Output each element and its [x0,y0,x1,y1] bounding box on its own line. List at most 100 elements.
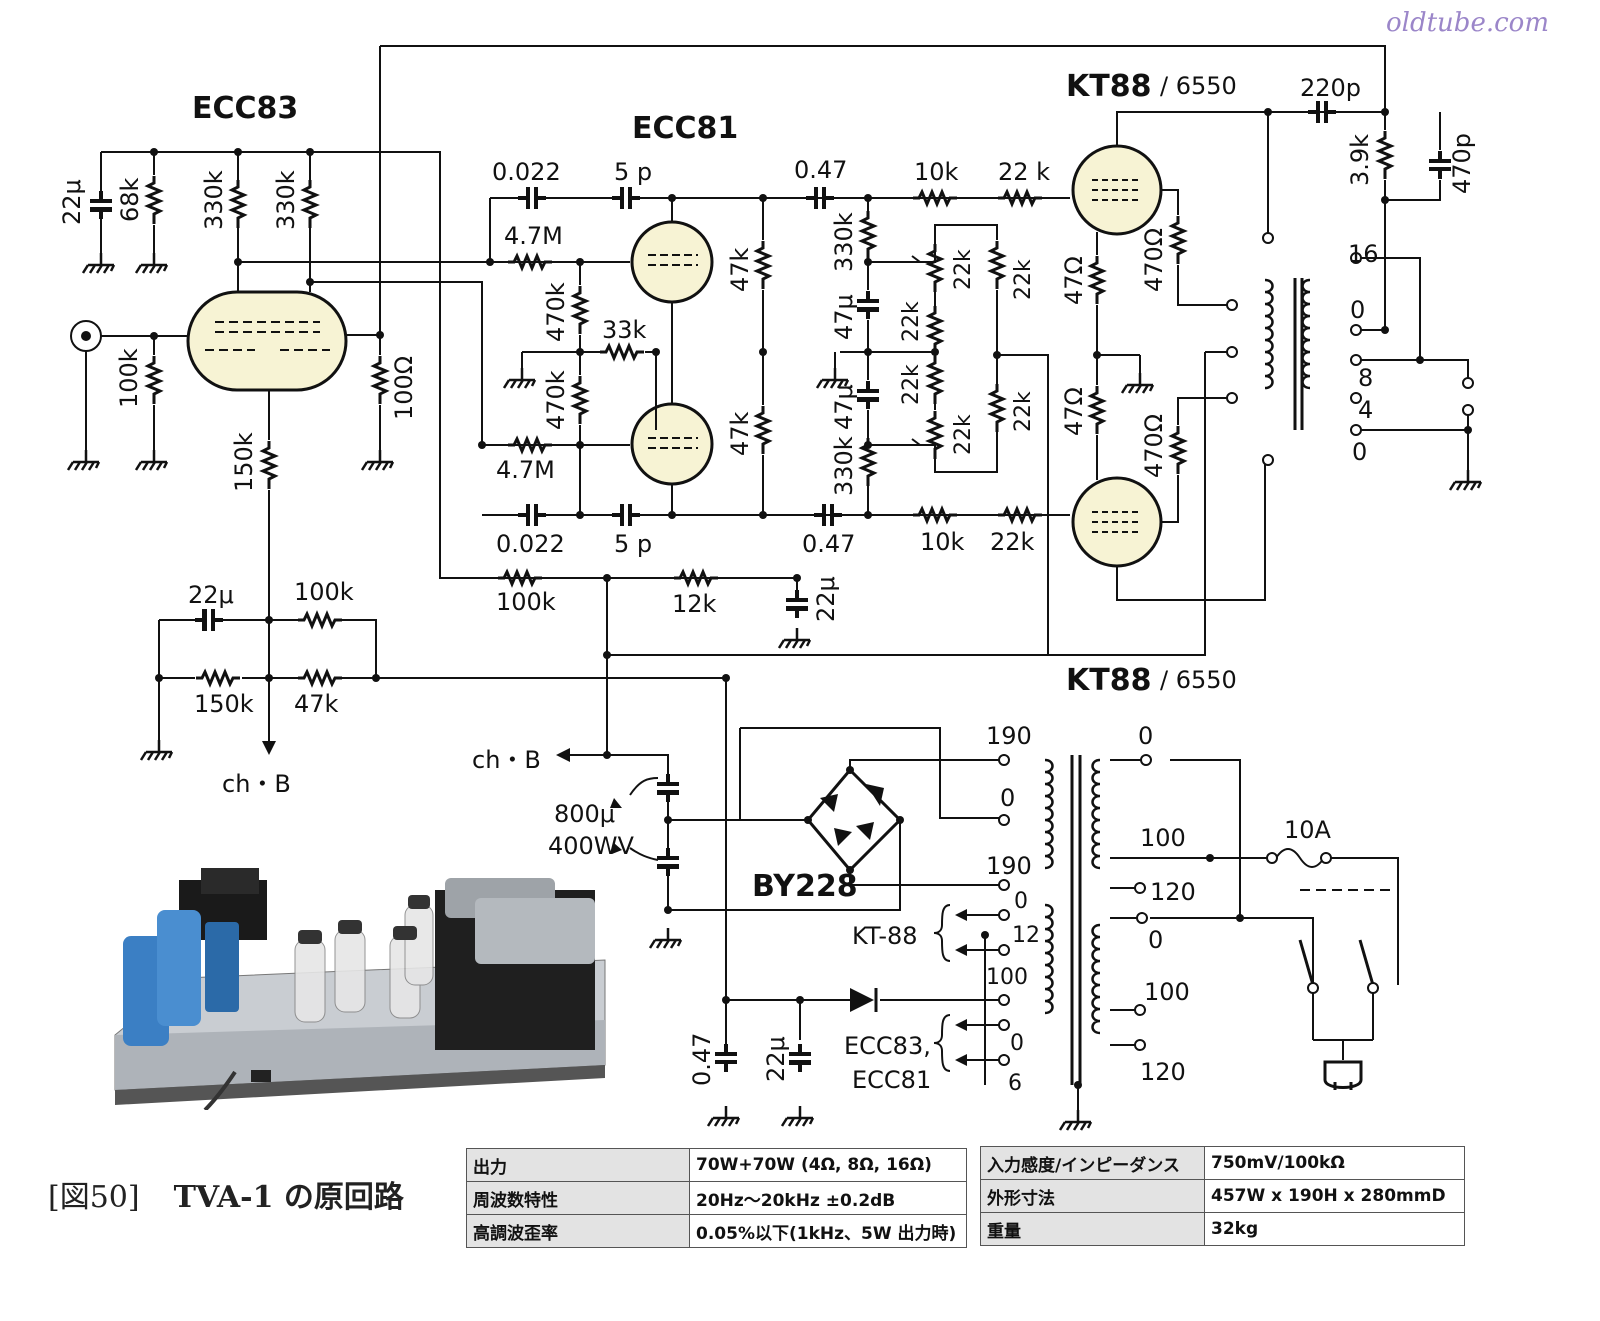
label-22k-p5: 22k [1011,391,1036,432]
label-470ohm-a: 470Ω [1140,228,1168,292]
label-heater-ecc-a: ECC83, [844,1032,931,1060]
pt-100: 100 [1140,824,1186,852]
tap-4: 4 [1358,396,1373,424]
label-22k-p1: 22k [951,249,976,290]
label-12k: 12k [672,590,717,618]
label-5p-b: 5 p [614,530,652,558]
brace-kt88 [933,904,951,962]
pt-100s: 100 [1144,978,1190,1006]
label-47k-a: 47k [726,247,754,292]
kt88-bottom-sub: / 6550 [1160,666,1237,694]
label-10k-a: 10k [914,158,959,186]
label-100k-in: 100k [115,348,143,408]
label-47ohm-b: 47Ω [1060,387,1088,436]
pt-190b: 190 [986,852,1032,880]
ecc81-upper-tube [630,220,714,304]
amplifier-photo [114,868,606,1110]
tap-8: 8 [1358,364,1373,392]
ecc83-label: ECC83 [192,91,298,126]
label-47k-b: 47k [726,411,754,456]
label-330k-b: 330k [272,170,300,230]
label-100k-c: 100k [294,578,354,606]
label-150k-b: 150k [194,690,254,718]
label-33k: 33k [602,316,647,344]
spec-label: 入力感度/インピーダンス [980,1146,1205,1180]
label-22k-b: 22k [990,528,1035,556]
label-400wv: 400WV [548,832,635,860]
label-22u-c: 22μ [812,576,840,622]
heater-0b: 0 [1010,1031,1024,1056]
label-150k-a: 150k [230,432,258,492]
label-47u-b: 47μ [830,384,858,430]
pt-0r: 0 [1138,722,1153,750]
figure-caption: [図50]TVA-1 の原回路 [48,1172,404,1216]
spec-label: 高調波歪率 [466,1214,690,1248]
label-heater-kt88: KT-88 [852,922,918,950]
label-47k-c: 47k [294,690,339,718]
label-chb-left: ch・B [222,770,291,798]
label-047-b: 0.47 [802,530,855,558]
label-470k-b: 470k [542,370,570,430]
kt88-top-label: KT88 [1066,69,1151,104]
label-470ohm-b: 470Ω [1140,414,1168,478]
label-47m-b: 4.7M [496,456,555,484]
spec-value: 20Hz〜20kHz ±0.2dB [689,1181,967,1215]
spec-value: 70W+70W (4Ω, 8Ω, 16Ω) [689,1148,967,1182]
kt88-bottom-label: KT88 [1066,663,1151,698]
figure-title: TVA-1 の原回路 [173,1180,404,1215]
heater-12: 12 [1012,923,1040,948]
heater-0: 0 [1014,889,1028,914]
watermark: oldtube.com [1386,8,1549,38]
ecc83-tube [186,290,348,392]
label-39k: 3.9k [1346,134,1374,186]
pt-0a: 0 [1000,784,1015,812]
spec-value: 750mV/100kΩ [1204,1146,1465,1180]
label-68k: 68k [116,177,144,222]
label-47m-a: 4.7M [504,222,563,250]
spec-value: 0.05%以下(1kHz、5W 出力時) [689,1214,967,1248]
label-100ohm: 100Ω [390,356,418,420]
brace-ecc [933,1014,951,1072]
label-470p: 470p [1448,133,1476,194]
label-0022-a: 0.022 [492,158,561,186]
tap-16: 16 [1348,240,1379,268]
label-22u-ps: 22μ [762,1036,790,1082]
ecc81-label: ECC81 [632,111,738,146]
label-470k-a: 470k [542,282,570,342]
spec-label: 重量 [980,1212,1205,1246]
spec-label: 周波数特性 [466,1181,690,1215]
pt-120s: 120 [1140,1058,1186,1086]
label-047-ps: 0.47 [688,1033,716,1086]
rectifier-label: BY228 [752,869,858,904]
label-22k-p2: 22k [1011,259,1036,300]
pt-0s: 0 [1148,926,1163,954]
label-47ohm-a: 47Ω [1060,256,1088,305]
pt-120: 120 [1150,878,1196,906]
label-330k-d: 330k [830,436,858,496]
spec-value: 32kg [1204,1212,1465,1246]
label-10k-b: 10k [920,528,965,556]
heater-100: 100 [986,965,1028,990]
label-22u-a: 22μ [58,179,86,225]
pt-190a: 190 [986,722,1032,750]
tap-0a: 0 [1350,296,1365,324]
label-22k-a: 22 k [998,158,1050,186]
label-heater-ecc-b: ECC81 [852,1066,931,1094]
label-47u-a: 47μ [830,294,858,340]
label-330k-a: 330k [200,170,228,230]
label-22k-p6: 22k [951,414,976,455]
kt88-top-sub: / 6550 [1160,72,1237,100]
label-800u: 800μ [554,800,615,828]
label-fuse-10a: 10A [1284,816,1332,844]
label-220p: 220p [1300,74,1361,102]
label-chb-right: ch・B [472,746,541,774]
label-330k-c: 330k [830,212,858,272]
